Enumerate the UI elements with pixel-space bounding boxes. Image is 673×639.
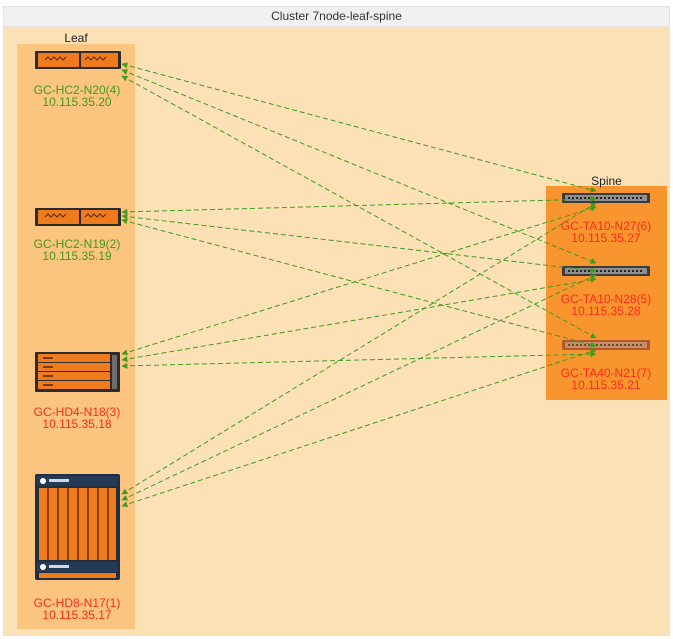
cluster-title: Cluster 7node-leaf-spine (4, 7, 669, 27)
link-line (121, 218, 597, 348)
server-hd4-icon[interactable] (35, 352, 120, 392)
leaf-node-name: GC-HC2-N20(4) (33, 83, 121, 97)
leaf-node-label: GC-HC2-N20(4) 10.115.35.20 (12, 84, 142, 108)
server-hd8-icon[interactable] (35, 474, 120, 580)
link-line (121, 202, 597, 495)
link-line (121, 274, 597, 501)
link-line (121, 69, 597, 264)
leaf-node-name: GC-HC2-N19(2) (33, 237, 121, 251)
link-line (121, 351, 597, 369)
link-line (121, 213, 597, 274)
leaf-node-ip: 10.115.35.19 (42, 249, 112, 263)
leaf-node-label: GC-HC2-N19(2) 10.115.35.19 (12, 238, 142, 262)
leaf-node-ip: 10.115.35.17 (42, 608, 112, 622)
link-line (121, 348, 597, 508)
leaf-node-ip: 10.115.35.20 (42, 95, 112, 109)
server-hc2-icon[interactable] (35, 208, 121, 226)
server-hc2-icon[interactable] (35, 51, 121, 69)
link-line (121, 276, 597, 363)
leaf-group-label: Leaf (64, 31, 88, 45)
link-line (121, 75, 597, 339)
spine-group-label: Spine (591, 174, 622, 188)
leaf-node-label: GC-HD4-N18(3) 10.115.35.18 (12, 406, 142, 430)
link-line (121, 205, 597, 356)
leaf-node-name: GC-HD8-N17(1) (33, 596, 121, 610)
leaf-node-ip: 10.115.35.18 (42, 417, 112, 431)
link-line (121, 62, 597, 193)
leaf-node-label: GC-HD8-N17(1) 10.115.35.17 (12, 597, 142, 621)
link-line (121, 196, 597, 215)
leaf-node-name: GC-HD4-N18(3) (33, 405, 121, 419)
